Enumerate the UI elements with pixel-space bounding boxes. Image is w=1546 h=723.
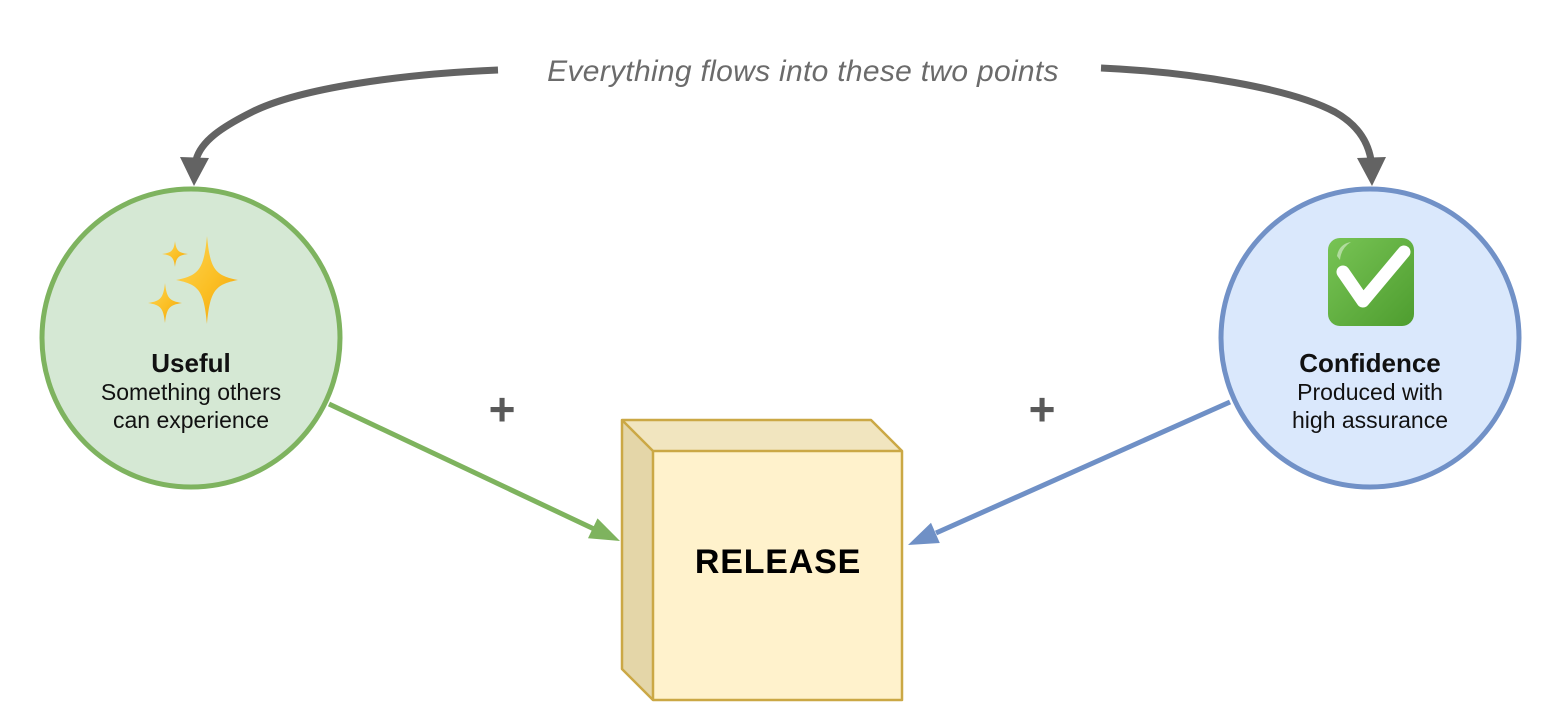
- confidence-to-release-arrow: [908, 399, 1232, 545]
- sparkles-icon: [148, 236, 238, 324]
- confidence-node-label: Confidence: [1299, 348, 1441, 378]
- annotation-arrow-right-curve: [1100, 64, 1375, 161]
- useful-node-subtitle-line2: can experience: [113, 407, 269, 433]
- confidence-to-release-head: [908, 522, 940, 545]
- release-box-label: RELEASE: [694, 543, 862, 581]
- annotation-arrow-left-curve: [192, 66, 499, 162]
- release-box-side-face: [622, 420, 653, 700]
- annotation-arrow-left: [180, 66, 499, 186]
- annotation-arrow-right: [1100, 64, 1386, 186]
- confidence-node-circle: [1218, 186, 1522, 490]
- annotation-arrow-right-head: [1357, 157, 1386, 186]
- release-box-top-face: [622, 420, 902, 451]
- useful-node-circle: [39, 186, 343, 490]
- useful-to-release-line: [327, 401, 596, 532]
- release-box-front-face: [653, 451, 902, 700]
- confidence-to-release-line: [934, 399, 1232, 536]
- useful-node-label: Useful: [151, 348, 231, 378]
- confidence-node-subtitle-line2: high assurance: [1292, 407, 1448, 433]
- confidence-node-text: Confidence Produced with high assurance: [1220, 348, 1520, 434]
- useful-to-release-head: [588, 518, 620, 541]
- useful-to-release-arrow: [327, 401, 620, 541]
- plus-operator-left: +: [488, 383, 516, 435]
- release-box: [620, 418, 904, 702]
- release-box-edges: [620, 418, 904, 702]
- useful-node-subtitle-line1: Something others: [100, 379, 282, 405]
- useful-node-text: Useful Something others can experience: [41, 348, 341, 434]
- confidence-node-subtitle-line1: Produced with: [1297, 379, 1443, 405]
- check-mark-icon: [1328, 238, 1414, 326]
- annotation-title: Everything flows into these two points: [547, 55, 1059, 88]
- plus-operator-right: +: [1028, 383, 1056, 435]
- annotation-arrow-left-head: [180, 157, 209, 186]
